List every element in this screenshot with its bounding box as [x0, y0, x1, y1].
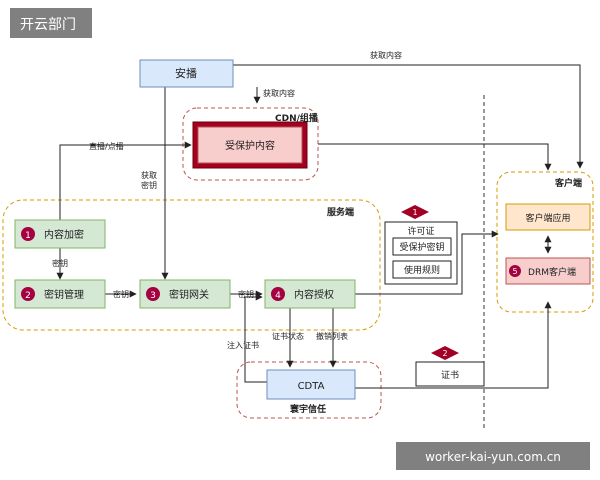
encrypt-node [14, 219, 106, 249]
diamond-number-1: 1 [412, 208, 417, 217]
edge-anbo-client [219, 64, 584, 169]
watermark-bottom: worker-kai-yun.com.cn [425, 450, 561, 464]
license-key-label: 受保护密钥 [399, 241, 444, 253]
edge-label-revoke-list: 撤销列表 [316, 331, 348, 341]
cdta-label: CDTA [298, 381, 325, 392]
step-number-4: 4 [275, 291, 281, 301]
watermark-top: 开云部门 [20, 17, 76, 33]
step-circle-2 [21, 287, 35, 301]
license-key-box [392, 237, 452, 256]
step-circle-4 [271, 287, 285, 301]
client-group [496, 171, 594, 313]
edge-label-inject-cert: 注入证书 [227, 340, 259, 350]
step-circle-1 [21, 227, 35, 241]
watermark-top-bg [10, 8, 92, 38]
encrypt-label: 内容加密 [44, 228, 84, 241]
protected-content-label: 受保护内容 [225, 139, 275, 152]
edge-label-key-a: 密钥 [52, 258, 68, 268]
diamond-badge-2 [431, 346, 459, 360]
diamond-number-2: 2 [442, 349, 447, 358]
edge-cdn-client [318, 143, 552, 171]
edge-encrypt-cdn [59, 141, 192, 220]
drm-client-label: DRM客户端 [528, 266, 576, 278]
cdn-title: CDN/组播 [275, 112, 319, 124]
step-number-2: 2 [25, 291, 31, 301]
edge-auth-client [355, 230, 499, 295]
keymgmt-label: 密钥管理 [44, 288, 84, 301]
edge-cdta-auth-inject [244, 293, 268, 383]
edge-label-cert-status: 证书状态 [272, 331, 304, 341]
step-number-5: 5 [512, 267, 517, 276]
license-rule-box [392, 260, 452, 279]
client-title: 客户端 [554, 177, 582, 189]
anbo-label: 安播 [175, 66, 197, 80]
watermark-bottom-bg [396, 442, 590, 470]
step-number-1: 1 [25, 231, 31, 241]
edge-label-key-c: 密钥 [238, 289, 254, 299]
edge-cdta-drm [355, 301, 552, 389]
cdta-node [266, 369, 356, 400]
keygw-label: 密钥网关 [169, 288, 209, 301]
edge-label-key-b: 密钥 [113, 289, 129, 299]
client-app-node [505, 203, 591, 231]
anbo-node [139, 59, 234, 88]
protected-content-inner [197, 126, 303, 164]
edge-label-get-key-1: 获取 [141, 170, 157, 180]
step-circle-3 [146, 287, 160, 301]
server-title: 服务端 [327, 206, 354, 218]
cert-authority-title: 寰宇信任 [289, 403, 326, 415]
license-title: 许可证 [407, 225, 434, 237]
step-circle-5 [509, 265, 521, 277]
license-rule-label: 使用规则 [404, 264, 440, 276]
cert-box [415, 361, 485, 387]
edge-label-get-key-2: 密钥 [141, 180, 157, 190]
step-number-3: 3 [150, 291, 156, 301]
edge-label-live-vod: 直播/点播 [89, 141, 124, 151]
edge-label-get-content-anbo: 获取内容 [263, 88, 295, 98]
client-app-label: 客户端应用 [525, 212, 570, 224]
auth-label: 内容授权 [294, 288, 334, 301]
diamond-badge-1 [401, 205, 429, 219]
edge-label-get-content-top: 获取内容 [370, 50, 402, 60]
cert-label: 证书 [441, 370, 459, 381]
